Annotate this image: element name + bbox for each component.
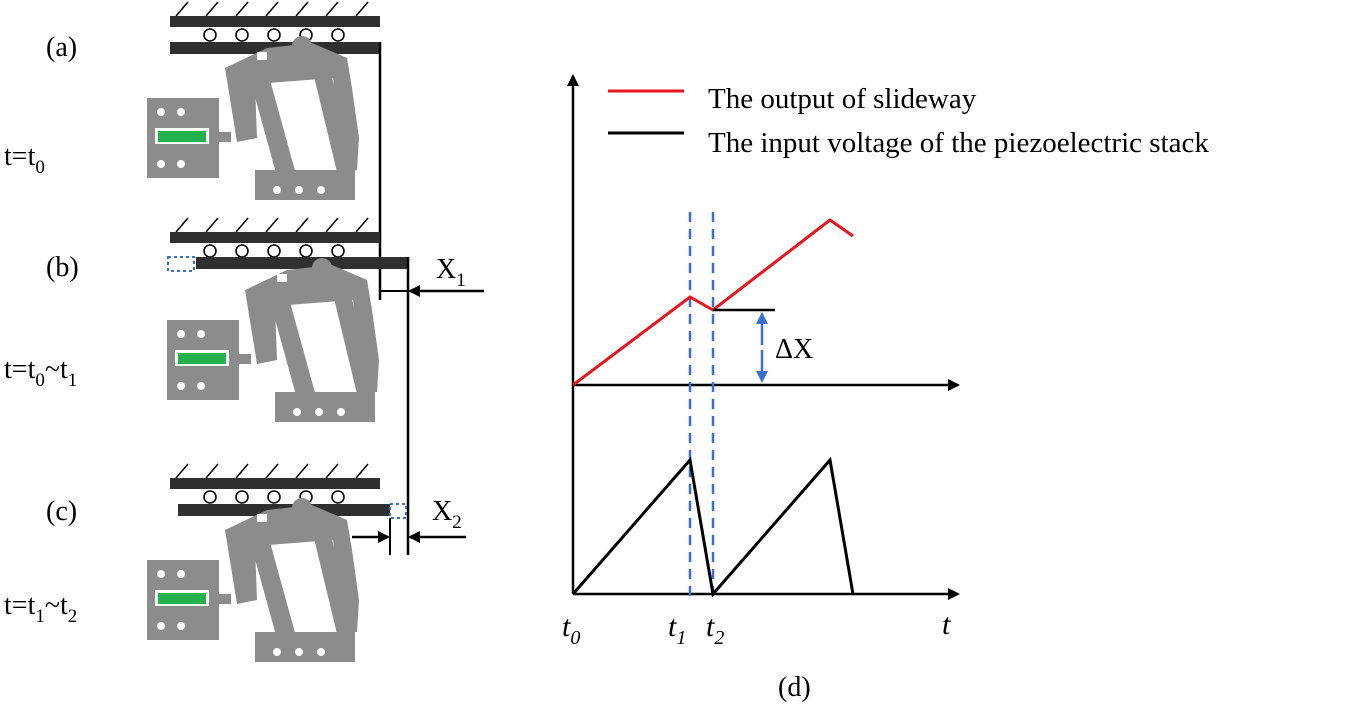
- previous-slider-position-c: [389, 503, 407, 519]
- panel-b: (b) X1 t=t0~t1: [4, 217, 484, 555]
- previous-slider-position-b: [167, 256, 195, 272]
- x1-label: X1: [436, 254, 466, 291]
- x2-label: X2: [432, 496, 462, 533]
- tick-t2: t2: [706, 610, 724, 649]
- fixed-rail-a: [169, 1, 381, 42]
- voltage-waveform: [571, 456, 855, 598]
- panel-a-label: (a): [46, 32, 77, 63]
- delta-x-label: ΔX: [775, 334, 813, 365]
- panel-c: (c) X2 t=t1~t2: [4, 463, 466, 662]
- legend-slideway-text: The output of slideway: [708, 83, 977, 115]
- fixed-rail-b: [169, 217, 381, 258]
- panel-d: The output of slideway The input voltage…: [562, 74, 1209, 703]
- x-axis-label: t: [942, 608, 951, 641]
- slider-b: [196, 257, 408, 269]
- panel-d-label: (d): [778, 672, 811, 703]
- flexure-mechanism-a: [147, 36, 359, 200]
- time-label-b: t=t0~t1: [4, 354, 77, 391]
- time-label-c: t=t1~t2: [4, 590, 77, 627]
- legend-voltage-text: The input voltage of the piezoelectric s…: [708, 127, 1209, 159]
- tick-t1: t1: [668, 610, 686, 649]
- panel-b-label: (b): [46, 252, 79, 283]
- flexure-mechanism-b: [167, 258, 379, 422]
- time-label-a: t=t0: [4, 141, 45, 178]
- tick-t0: t0: [562, 610, 580, 649]
- fixed-rail-c: [169, 463, 381, 504]
- panel-c-label: (c): [46, 496, 77, 527]
- flexure-mechanism-c: [147, 498, 359, 662]
